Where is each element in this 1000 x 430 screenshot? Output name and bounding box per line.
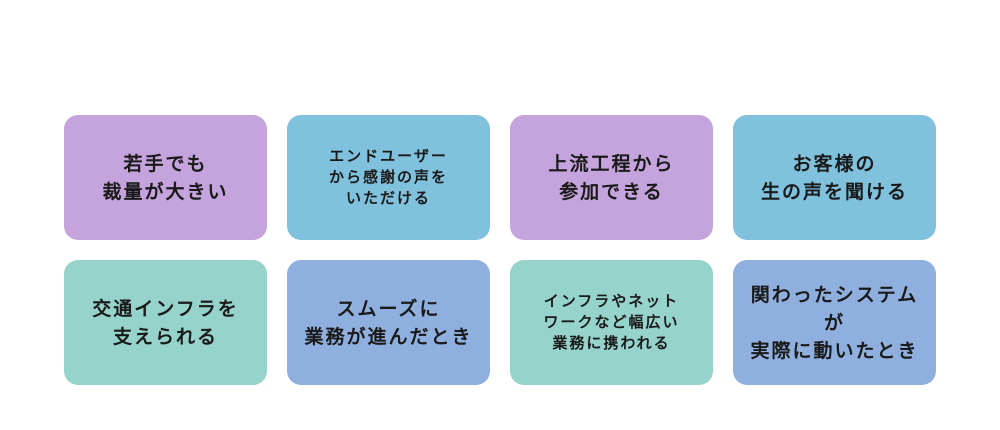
card-enduser-thanks: エンドユーザー から感謝の声を いただける [287,115,490,240]
card-smooth-work: スムーズに 業務が進んだとき [287,260,490,385]
card-upstream-process: 上流工程から 参加できる [510,115,713,240]
card-label: インフラやネット ワークなど幅広い 業務に携われる [543,292,680,352]
card-label: 若手でも 裁量が大きい [102,152,229,203]
card-system-running: 関わったシステムが 実際に動いたとき [733,260,936,385]
card-customer-voice: お客様の 生の声を聞ける [733,115,936,240]
card-label: お客様の 生の声を聞ける [760,152,908,203]
card-young-discretion: 若手でも 裁量が大きい [64,115,267,240]
card-label: 交通インフラを 支えられる [92,297,239,348]
card-transport-infra: 交通インフラを 支えられる [64,260,267,385]
card-label: エンドユーザー から感謝の声を いただける [328,147,448,207]
card-label: スムーズに 業務が進んだとき [304,297,473,348]
card-broad-work: インフラやネット ワークなど幅広い 業務に携われる [510,260,713,385]
card-label: 上流工程から 参加できる [548,152,675,203]
card-grid: 若手でも 裁量が大きい エンドユーザー から感謝の声を いただける 上流工程から… [64,115,936,385]
card-label: 関わったシステムが 実際に動いたとき [750,283,919,362]
